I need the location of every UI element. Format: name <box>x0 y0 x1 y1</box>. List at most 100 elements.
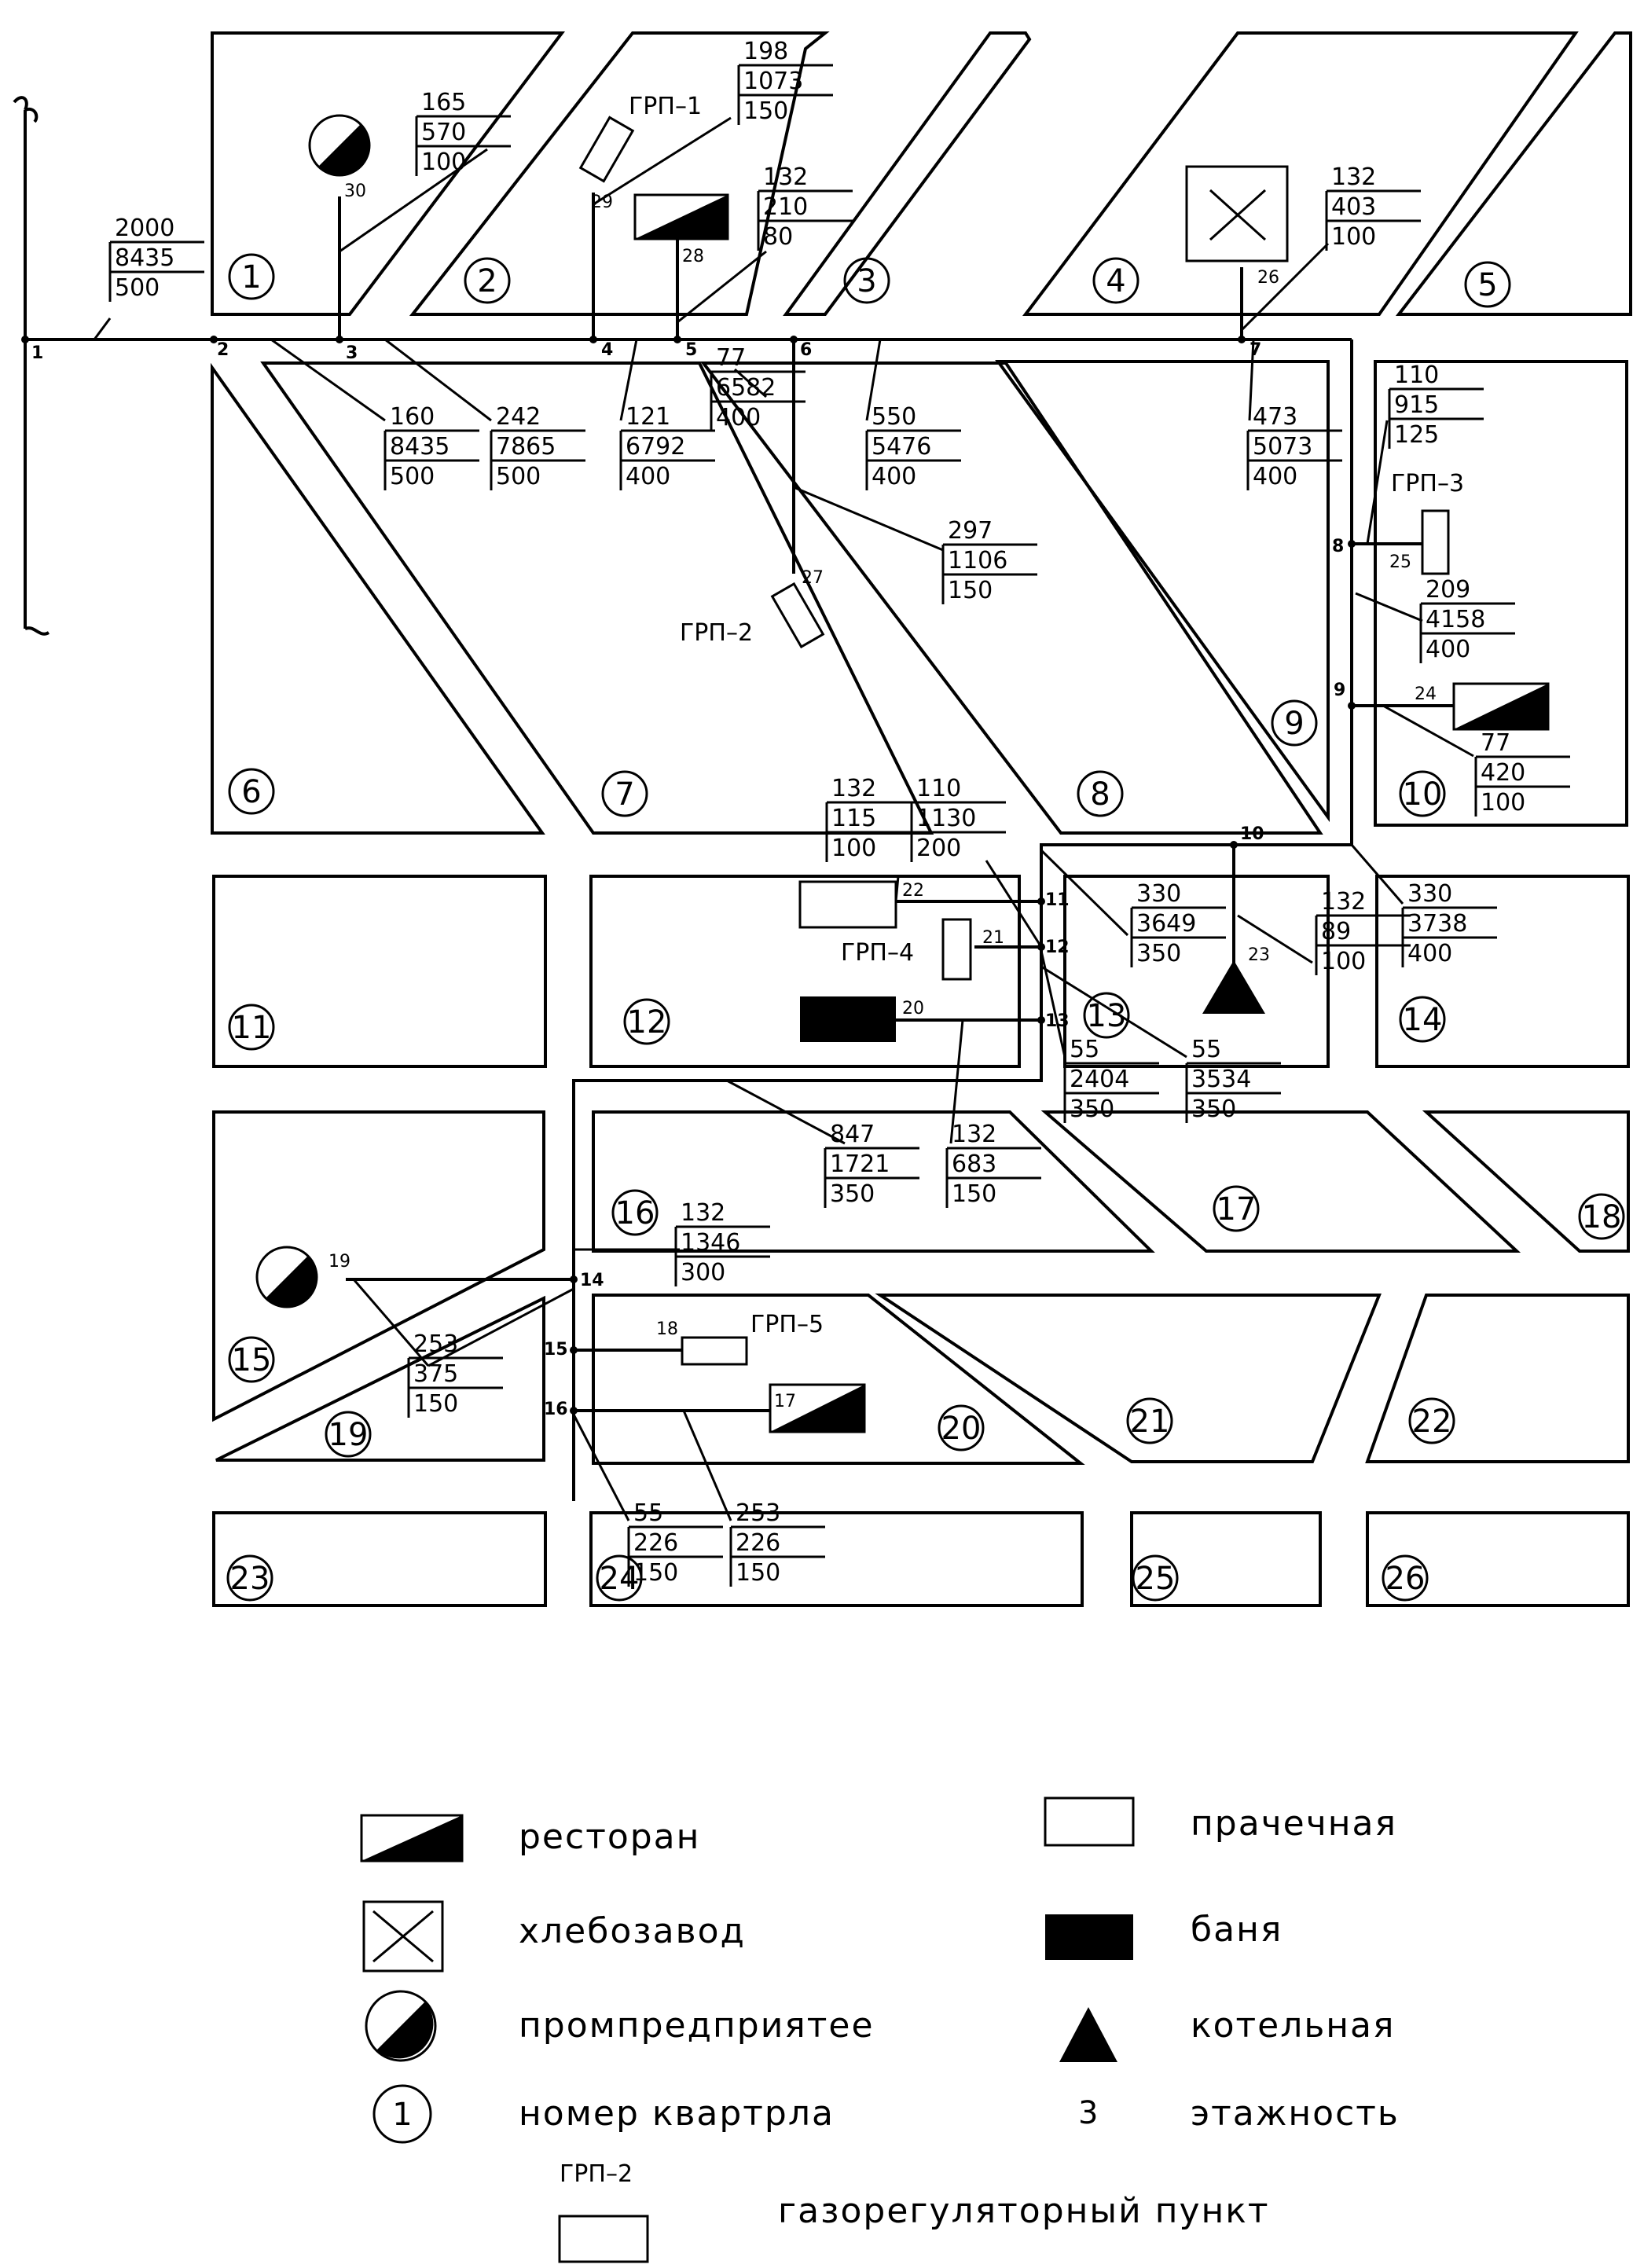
leader-line <box>1040 849 1129 937</box>
legend-grp-sample: ГРП–2 <box>560 2160 633 2188</box>
leader-line <box>1040 950 1066 1058</box>
svg-text:16: 16 <box>615 1195 655 1231</box>
pipe-length: 6582 <box>716 374 776 402</box>
grp-2-box <box>770 582 825 649</box>
junction-node <box>570 1346 578 1354</box>
quarter-number: 2 <box>464 257 511 304</box>
grp-4-box <box>941 918 972 981</box>
pipe-diameter: 400 <box>1426 636 1470 663</box>
pipe-diameter: 150 <box>952 1180 996 1208</box>
pipe-diameter: 400 <box>626 463 670 490</box>
pipe-flow: 160 <box>390 403 435 431</box>
legend-bakery-label: хлебозавод <box>519 1911 746 1951</box>
pipe-diameter: 150 <box>948 577 993 604</box>
pipe-diameter: 100 <box>831 835 876 862</box>
leader-line <box>270 338 386 422</box>
svg-text:11: 11 <box>232 1010 272 1046</box>
pipe-flow: 550 <box>872 403 916 431</box>
legend-boiler-icon <box>1059 2007 1117 2062</box>
junction-node <box>336 336 343 343</box>
building-number: 22 <box>902 881 924 901</box>
building-number: 19 <box>328 1252 350 1272</box>
pipe-length: 8435 <box>390 433 450 461</box>
quarter-number: 9 <box>1271 699 1318 747</box>
consumer-buildings <box>255 114 1550 1433</box>
svg-text:20: 20 <box>941 1411 982 1447</box>
quarter-number: 13 <box>1083 992 1130 1039</box>
junction-node <box>1238 336 1246 343</box>
building-number: 26 <box>1257 268 1279 288</box>
grp-label: ГРП–5 <box>750 1311 824 1338</box>
pipe-section-tags: 2000843550016557010019810731501322108013… <box>108 38 1570 1587</box>
pipe-junctions <box>21 336 1356 1415</box>
pipe-flow: 132 <box>1321 888 1366 916</box>
junction-node <box>210 336 218 343</box>
quarter-number: 25 <box>1132 1554 1179 1602</box>
leader-line <box>1350 844 1404 905</box>
pipe-length: 226 <box>736 1529 780 1557</box>
restaurant-icon <box>633 193 729 240</box>
node-label: 7 <box>1250 340 1261 360</box>
pipe-diameter: 300 <box>681 1259 725 1286</box>
pipe-diameter: 150 <box>736 1559 780 1587</box>
leader-line <box>985 860 1043 948</box>
quarter-outline <box>592 1294 1085 1465</box>
pipe-length: 5476 <box>872 433 931 461</box>
quarter-outline <box>1022 31 1579 316</box>
pipe-flow: 121 <box>626 403 670 431</box>
pipe-diameter: 100 <box>1331 223 1376 251</box>
svg-text:5: 5 <box>1477 267 1497 303</box>
quarter-outline <box>1375 875 1630 1068</box>
quarter-outline <box>211 362 545 835</box>
quarter-number: 6 <box>228 768 275 815</box>
quarter-outline <box>1374 360 1628 827</box>
pipe-length: 115 <box>831 805 876 832</box>
pipe-length: 375 <box>413 1360 458 1388</box>
pipe-flow: 330 <box>1407 880 1452 908</box>
quarter-number: 26 <box>1382 1554 1429 1602</box>
quarter-outline <box>212 1110 545 1422</box>
pipe-diameter: 400 <box>716 404 761 431</box>
leader-line <box>572 1414 630 1521</box>
junction-node <box>1348 540 1356 548</box>
pipe-diameter: 500 <box>496 463 541 490</box>
junction-node <box>570 1407 578 1415</box>
leader-line <box>339 148 488 253</box>
laundry-icon <box>798 880 897 929</box>
junction-node <box>21 336 29 343</box>
quarter-number: 3 <box>843 257 890 304</box>
grp-labels: ГРП–1 ГРП–2 ГРП–3 ГРП–4 ГРП–5 <box>629 93 1464 1338</box>
svg-text:26: 26 <box>1385 1561 1426 1597</box>
pipe-flow: 330 <box>1136 880 1181 908</box>
pipe-diameter: 100 <box>1481 789 1525 817</box>
quarter-outline <box>699 361 1323 835</box>
pipe-diameter: 150 <box>743 97 788 125</box>
pipe-flow: 165 <box>421 89 466 116</box>
junction-node <box>1037 897 1045 905</box>
quarter-number: 22 <box>1408 1397 1455 1444</box>
node-label: 11 <box>1045 890 1070 910</box>
quarter-outline <box>783 31 1032 316</box>
pipe-diameter: 100 <box>1321 948 1366 975</box>
pipe-flow: 132 <box>1331 163 1376 191</box>
leader-line <box>793 486 944 552</box>
leader-lines <box>93 116 1474 1521</box>
pipe-flow: 297 <box>948 517 993 545</box>
pipe-length: 5073 <box>1253 433 1312 461</box>
quarter-outline <box>1422 1110 1630 1253</box>
node-label: 13 <box>1045 1011 1070 1031</box>
building-number: 27 <box>802 568 824 588</box>
pipe-flow: 110 <box>1394 361 1439 389</box>
quarter-number: 19 <box>325 1411 372 1458</box>
svg-text:3: 3 <box>857 263 876 299</box>
node-label: 5 <box>685 340 697 360</box>
quarter-outline <box>589 1511 1084 1607</box>
grp-label: ГРП–1 <box>629 93 702 120</box>
legend-grp-label: газорегуляторный пункт <box>778 2191 1270 2231</box>
